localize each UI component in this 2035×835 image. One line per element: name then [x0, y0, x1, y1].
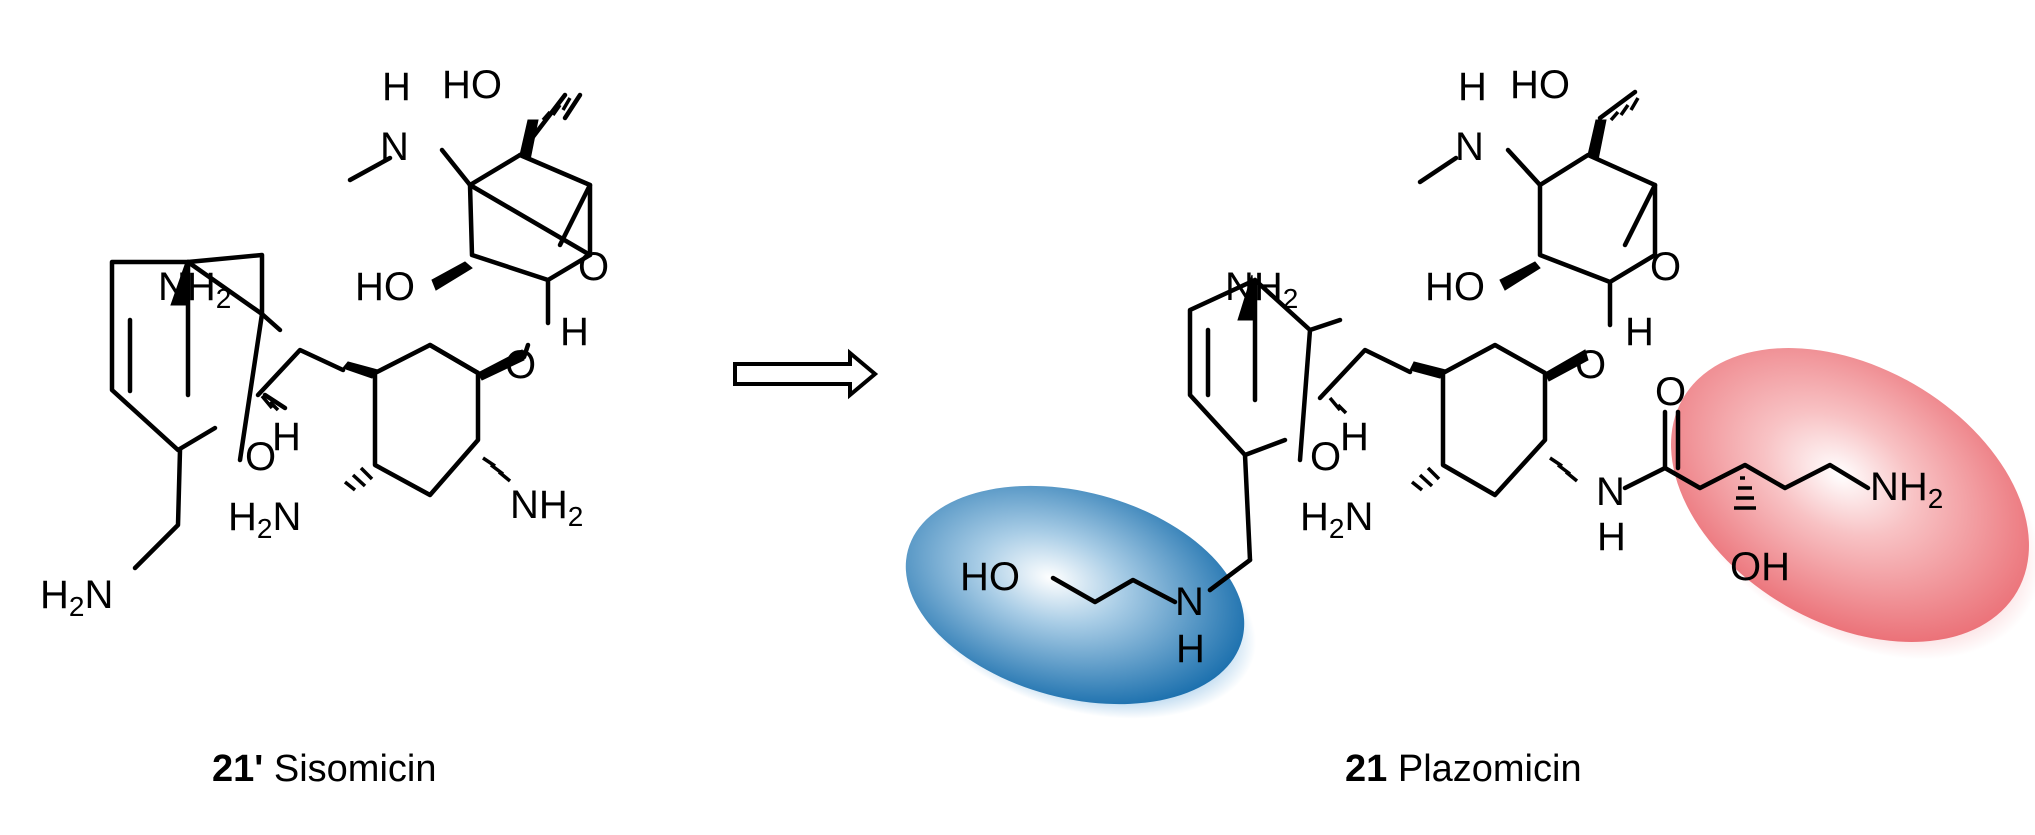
svg-text:H: H	[1340, 415, 1369, 459]
svg-text:NH2: NH2	[1225, 265, 1298, 314]
hydroxyethyl-highlight	[905, 485, 1257, 719]
svg-text:H: H	[1625, 310, 1654, 354]
svg-text:H: H	[560, 310, 589, 354]
svg-text:OH: OH	[1730, 545, 1790, 589]
sisomicin-caption: 21' Sisomicin	[212, 748, 436, 791]
svg-text:H: H	[272, 415, 301, 459]
svg-text:H2N: H2N	[228, 495, 301, 544]
svg-text:H: H	[1176, 627, 1205, 671]
svg-text:HO: HO	[1510, 63, 1570, 107]
svg-text:HO: HO	[960, 555, 1020, 599]
svg-text:HO: HO	[1425, 265, 1485, 309]
plazomicin-caption: 21 Plazomicin	[1345, 748, 1582, 791]
svg-text:O: O	[578, 245, 609, 289]
svg-text:O: O	[505, 343, 536, 387]
svg-text:N: N	[1175, 580, 1204, 624]
sisomicin-structure: H N HO HO O H O NH2 O H H2N NH2 H2N	[40, 63, 609, 622]
svg-text:N: N	[1596, 470, 1625, 514]
svg-text:HO: HO	[442, 63, 502, 107]
svg-text:H: H	[1458, 65, 1487, 109]
svg-text:O: O	[1655, 370, 1686, 414]
svg-text:H2N: H2N	[1300, 495, 1373, 544]
sisomicin-number: 21'	[212, 748, 264, 790]
plazomicin-structure: H N HO HO O H O NH2 O H H2N N H O OH NH2…	[960, 63, 1943, 671]
svg-text:H: H	[1597, 515, 1626, 559]
svg-text:N: N	[1455, 125, 1484, 169]
plazomicin-name: Plazomicin	[1397, 748, 1582, 790]
haba-highlight	[1671, 348, 2035, 660]
svg-text:O: O	[1650, 245, 1681, 289]
svg-text:NH2: NH2	[158, 265, 231, 314]
sisomicin-name: Sisomicin	[273, 748, 437, 790]
plazomicin-number: 21	[1345, 748, 1388, 790]
svg-text:N: N	[380, 125, 409, 169]
retrosynthetic-arrow	[733, 348, 879, 400]
svg-text:O: O	[245, 435, 276, 479]
svg-text:O: O	[1310, 435, 1341, 479]
svg-text:O: O	[1575, 343, 1606, 387]
svg-text:NH2: NH2	[510, 483, 583, 532]
svg-text:HO: HO	[355, 265, 415, 309]
svg-text:H: H	[382, 65, 411, 109]
svg-text:H2N: H2N	[40, 573, 113, 622]
